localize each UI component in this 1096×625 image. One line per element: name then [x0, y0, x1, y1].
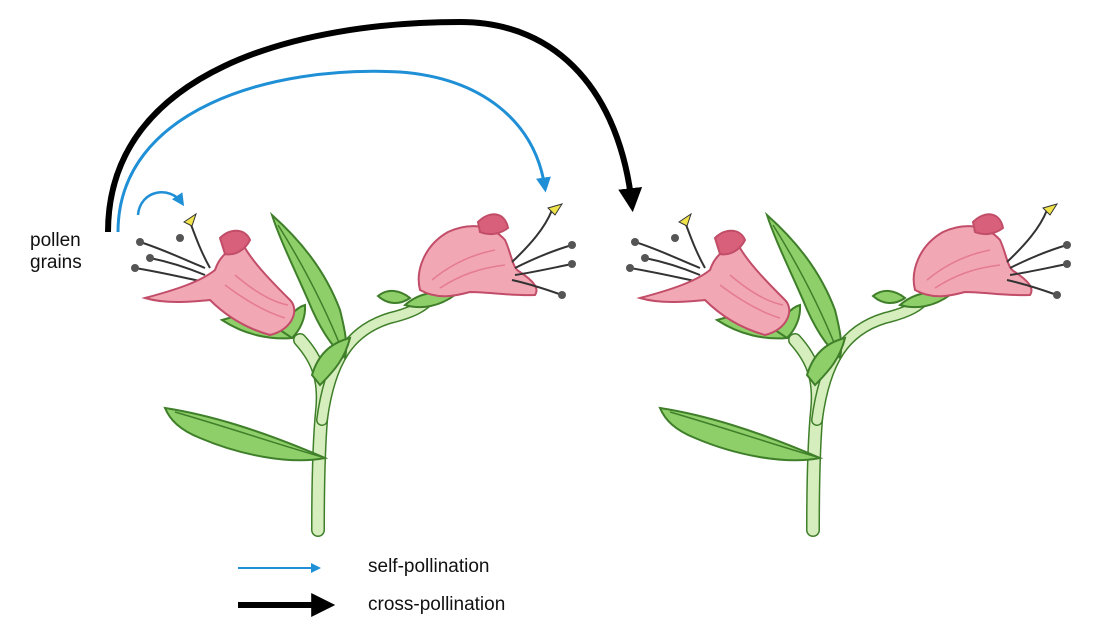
cross-pollination-arrow	[108, 22, 632, 232]
pollen-label-line2: grains	[30, 252, 120, 274]
right-plant	[626, 204, 1071, 530]
pollen-label-line1: pollen	[30, 230, 120, 252]
legend-self-pollination-label: self-pollination	[368, 556, 489, 578]
self-pollination-arrow-short	[138, 192, 182, 215]
legend-cross-pollination-label: cross-pollination	[368, 594, 505, 616]
left-plant	[131, 204, 576, 530]
pollen-grains-label: pollen grains	[30, 230, 120, 274]
self-pollination-arrow-long	[118, 71, 545, 232]
